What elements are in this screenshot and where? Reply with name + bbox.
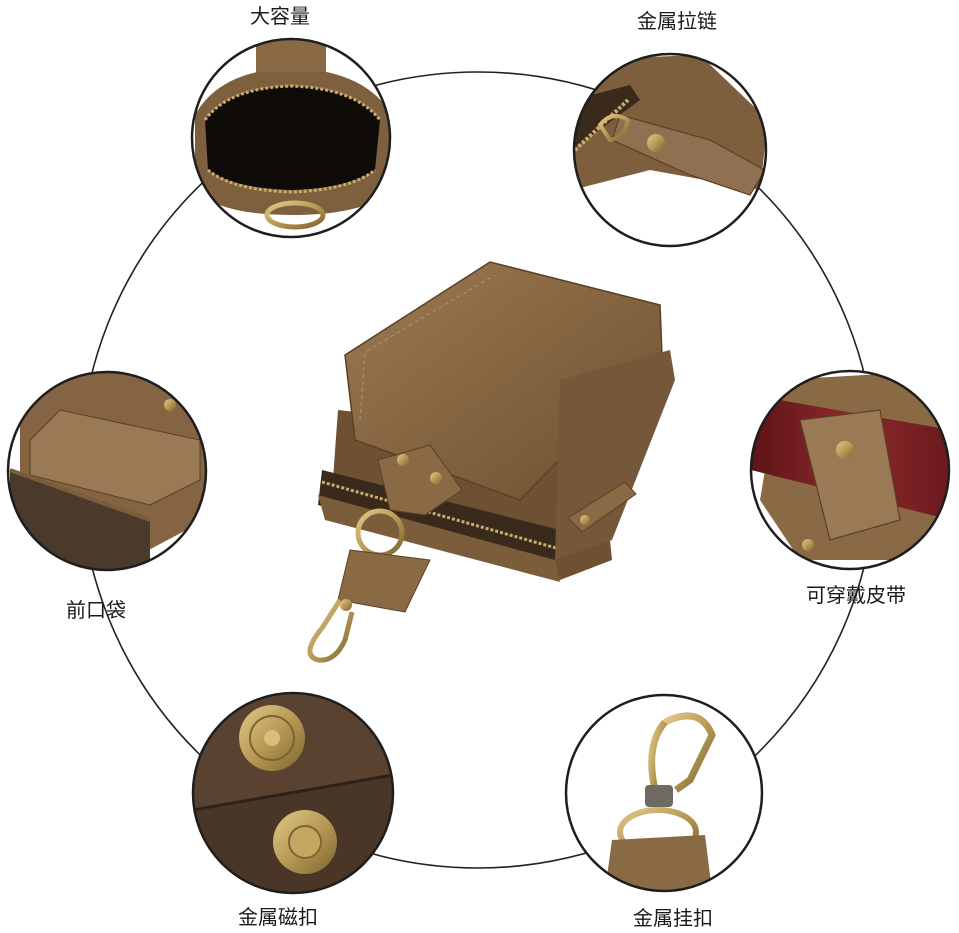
metal-zipper-caption: 金属拉链 — [637, 9, 717, 33]
zipper-detail-ring — [572, 52, 768, 248]
belt-detail-ring — [749, 369, 951, 571]
main-bag-image — [307, 261, 675, 663]
capacity-caption: 大容量 — [250, 4, 310, 28]
capacity-detail-image — [192, 39, 390, 237]
capacity-detail-ring — [190, 37, 392, 239]
metal-hook-caption: 金属挂扣 — [633, 906, 713, 930]
hook-detail-ring — [564, 693, 764, 893]
magnetic-button-detail-image — [193, 693, 393, 893]
belt-detail-image — [751, 371, 949, 569]
belt-wearable-caption: 可穿戴皮带 — [806, 583, 906, 607]
front-pocket-caption: 前口袋 — [66, 598, 126, 622]
magnetic-button-detail-ring — [191, 691, 395, 895]
hook-detail-image — [566, 695, 762, 891]
front-pocket-detail-ring — [6, 370, 208, 572]
metal-magnetic-button-caption: 金属磁扣 — [238, 905, 318, 929]
zipper-detail-image — [574, 54, 766, 246]
front-pocket-detail-image — [8, 372, 206, 570]
